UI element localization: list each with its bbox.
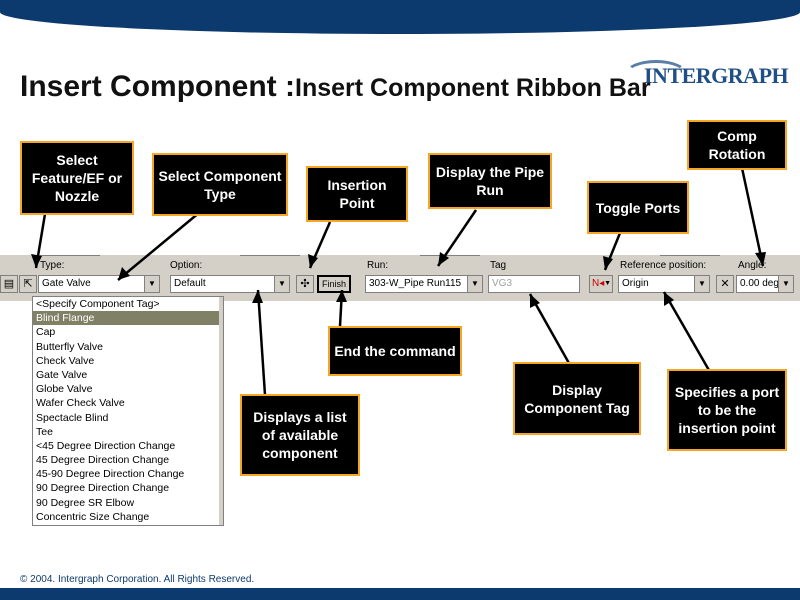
title-main: Insert Component :	[20, 70, 295, 103]
angle-value: 0.00 deg	[740, 278, 779, 289]
type-value: Gate Valve	[42, 278, 91, 289]
title-sub: Insert Component Ribbon Bar	[295, 74, 651, 102]
reference-position-dropdown-arrow-icon[interactable]: ▼	[694, 276, 709, 292]
callout-insertion-point: Insertion Point	[306, 166, 408, 222]
type-label: Type:	[40, 260, 65, 271]
list-item[interactable]: Tee	[36, 425, 53, 438]
properties-icon[interactable]: ▤	[0, 275, 18, 293]
copyright-text: © 2004. Intergraph Corporation. All Righ…	[20, 574, 255, 585]
tag-label: Tag	[490, 260, 507, 271]
list-item[interactable]: <45 Degree Direction Change	[36, 439, 176, 452]
tag-field[interactable]: VG3	[488, 275, 580, 293]
callout-specifies-port: Specifies a port to be the insertion poi…	[667, 369, 787, 451]
list-item[interactable]: Spectacle Blind	[36, 411, 109, 424]
run-combo[interactable]: 303-W_Pipe Run115 ▼	[365, 275, 483, 293]
option-value: Default	[174, 278, 206, 289]
list-item[interactable]: Butterfly Valve	[36, 340, 103, 353]
list-item[interactable]: 45-90 Degree Direction Change	[36, 468, 185, 481]
intergraph-logo: INTERGRAPH	[624, 60, 789, 94]
ribbon-grip	[660, 255, 720, 260]
type-dropdown-arrow-icon[interactable]: ▼	[144, 276, 159, 292]
reference-position-combo[interactable]: Origin ▼	[618, 275, 710, 293]
angle-combo[interactable]: 0.00 deg ▼	[736, 275, 794, 293]
callout-displays-list: Displays a list of available component	[240, 394, 360, 476]
list-item[interactable]: Check Valve	[36, 354, 95, 367]
list-item-selected[interactable]: Blind Flange	[33, 311, 223, 326]
run-dropdown-arrow-icon[interactable]: ▼	[467, 276, 482, 292]
ribbon-grip	[240, 255, 300, 260]
toggle-ports-button[interactable]: N◂ ▼	[589, 275, 613, 293]
ribbon-grip	[420, 255, 480, 260]
option-dropdown-arrow-icon[interactable]: ▼	[274, 276, 289, 292]
comp-rotation-icon[interactable]: ✕	[716, 275, 734, 293]
option-label: Option:	[170, 260, 203, 271]
option-combo[interactable]: Default ▼	[170, 275, 290, 293]
finish-button[interactable]: Finish	[317, 275, 351, 293]
component-type-list[interactable]: <Specify Component Tag> Blind Flange Cap…	[32, 296, 224, 526]
list-item[interactable]: Gate Valve	[36, 368, 88, 381]
reference-position-label: Reference position:	[620, 260, 707, 271]
bottom-banner	[0, 588, 800, 600]
reference-position-value: Origin	[622, 278, 649, 289]
slide-title: Insert Component :Insert Component Ribbo…	[20, 70, 740, 105]
callout-toggle-ports: Toggle Ports	[587, 181, 689, 234]
callout-display-pipe-run: Display the Pipe Run	[428, 153, 552, 209]
ribbon-grip	[40, 255, 100, 260]
list-item[interactable]: Globe Valve	[36, 383, 93, 396]
list-item[interactable]: 45 Degree Direction Change	[36, 454, 170, 467]
list-item[interactable]: 90 Degree Direction Change	[36, 482, 170, 495]
logo-swoosh-icon	[624, 60, 688, 90]
run-label: Run:	[367, 260, 389, 271]
list-item[interactable]: 90 Degree SR Elbow	[36, 496, 135, 509]
callout-select-feature: Select Feature/EF or Nozzle	[20, 141, 134, 215]
callout-end-command: End the command	[328, 326, 462, 376]
select-feature-icon[interactable]: ⇱	[19, 275, 37, 293]
list-item[interactable]: Wafer Check Valve	[36, 397, 125, 410]
tag-value: VG3	[492, 278, 513, 289]
top-banner	[0, 0, 800, 34]
callout-comp-rotation: Comp Rotation	[687, 120, 787, 170]
toggle-ports-arrow-icon: ▼	[604, 280, 611, 287]
callout-select-component-type: Select Component Type	[152, 153, 288, 216]
list-item[interactable]: Cap	[36, 326, 56, 339]
list-item[interactable]: Concentric Size Change	[36, 510, 150, 523]
callout-display-component-tag: Display Component Tag	[513, 362, 641, 435]
run-value: 303-W_Pipe Run115	[369, 278, 462, 289]
list-scrollbar[interactable]	[219, 297, 223, 525]
angle-dropdown-arrow-icon[interactable]: ▼	[778, 276, 793, 292]
logo-text: INTERGRAPH	[644, 63, 789, 88]
list-item[interactable]: <Specify Component Tag>	[36, 298, 160, 310]
angle-label: Angle:	[738, 260, 767, 271]
toggle-ports-icon: N◂	[592, 278, 605, 289]
type-combo[interactable]: Gate Valve ▼	[38, 275, 160, 293]
insertion-point-icon[interactable]: ✣	[296, 275, 314, 293]
insert-component-ribbon-bar: ▤ ⇱ Type: Gate Valve ▼ Option: Default ▼…	[0, 254, 800, 301]
